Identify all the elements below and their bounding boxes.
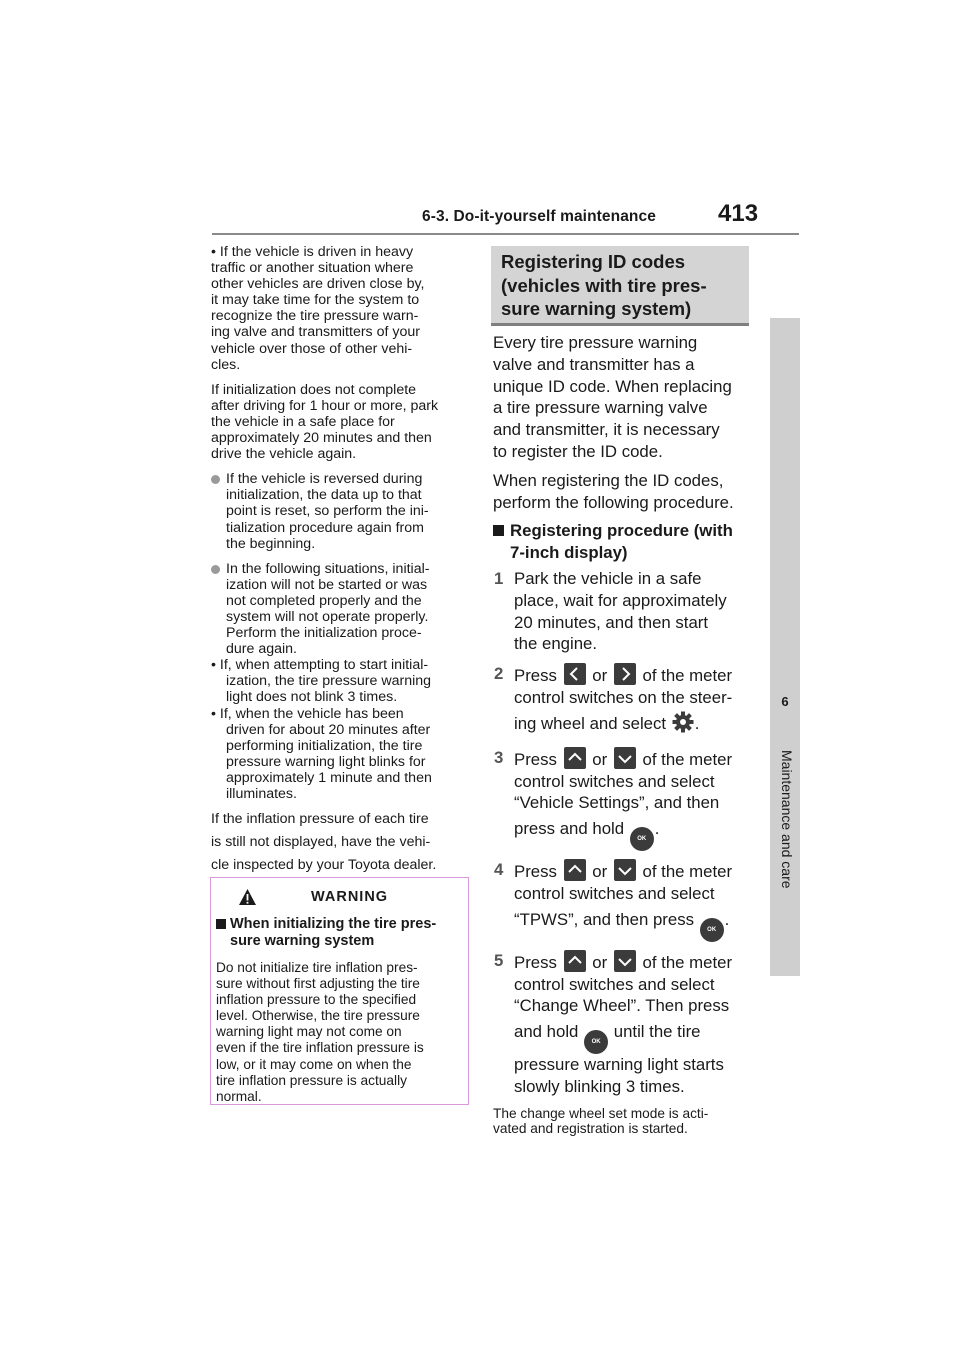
registration-note: The change wheel set mode is acti- vated… — [493, 1105, 709, 1137]
section-title-box: Registering ID codes (vehicles with tire… — [491, 246, 749, 326]
circle-bullet-icon — [211, 564, 220, 574]
chevron-down-icon — [613, 949, 636, 972]
ok-button-icon: OK — [699, 917, 724, 942]
step-5: 5 Press or of the meter control switches… — [494, 949, 733, 1096]
paragraph-dealer-inspection: If the inflation pressure of each tire i… — [211, 811, 437, 874]
gear-icon — [672, 711, 694, 733]
ok-button-icon: OK — [584, 1030, 609, 1055]
step-number: 2 — [494, 664, 504, 684]
warning-title: WARNING — [311, 889, 389, 905]
intro-paragraph-procedure: When registering the ID codes, perform t… — [493, 470, 734, 512]
chapter-label: Maintenance and care — [779, 750, 795, 889]
chevron-left-icon — [563, 663, 586, 686]
warning-header: WARNING — [216, 884, 463, 908]
circle-bullet-icon — [211, 475, 220, 485]
paragraph-initialization-incomplete: If initialization does not complete afte… — [211, 381, 439, 463]
step-number: 1 — [494, 568, 504, 588]
chevron-right-icon — [613, 663, 636, 686]
right-column: Every tire pressure warning valve and tr… — [493, 332, 749, 1137]
chapter-number: 6 — [781, 694, 789, 709]
step-number: 5 — [494, 950, 504, 970]
warning-box: WARNING When initializing the tire pres-… — [210, 877, 469, 1105]
chapter-side-tab: 6 Maintenance and care — [770, 318, 800, 976]
warning-subtitle: When initializing the tire pres- sure wa… — [216, 916, 463, 950]
chevron-up-icon — [563, 746, 586, 769]
step-3: 3 Press or of the meter control switches… — [493, 746, 749, 852]
step-1: 1 Park the vehicle in a safe place, wait… — [494, 568, 727, 654]
step-4: 4 Press or of the meter control switches… — [493, 859, 749, 942]
step-number: 3 — [494, 747, 504, 767]
square-bullet-icon — [493, 525, 504, 537]
ok-button-icon: OK — [629, 827, 654, 852]
warning-triangle-icon — [239, 889, 256, 905]
bullet-light-blinks-then-on: • If, when the vehicle has been driven f… — [211, 705, 432, 802]
section-header: 6-3. Do-it-yourself maintenance — [422, 208, 656, 225]
bullet-light-not-blinking: • If, when attempting to start initial- … — [211, 657, 432, 706]
step-number: 4 — [494, 860, 504, 880]
header-divider — [212, 233, 799, 235]
note-vehicle-reversed: If the vehicle is reversed during initia… — [211, 471, 469, 552]
step-2: 2 Press or of the meter control switches… — [494, 663, 733, 733]
chevron-down-icon — [613, 746, 636, 769]
section-title: Registering ID codes (vehicles with tire… — [501, 251, 707, 319]
note-initialization-failure: In the following situations, initial- iz… — [211, 561, 469, 658]
chevron-down-icon — [613, 859, 636, 882]
left-column: • If the vehicle is driven in heavy traf… — [211, 244, 469, 877]
intro-paragraph-id-codes: Every tire pressure warning valve and tr… — [493, 333, 732, 461]
warning-body: Do not initialize tire inflation pres- s… — [216, 960, 424, 1104]
bullet-heavy-traffic: • If the vehicle is driven in heavy traf… — [211, 244, 425, 373]
chevron-up-icon — [563, 949, 586, 972]
page-number: 413 — [718, 200, 759, 227]
chevron-up-icon — [563, 859, 586, 882]
procedure-heading: Registering procedure (with 7-inch displ… — [493, 520, 749, 564]
square-bullet-icon — [216, 919, 226, 929]
